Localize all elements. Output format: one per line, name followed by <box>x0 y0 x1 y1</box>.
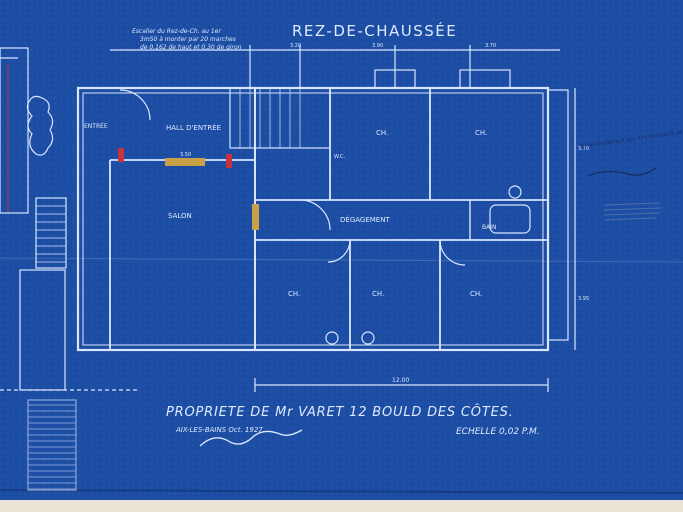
dim-top-3: 3.70 <box>485 43 496 49</box>
dim-side-1: 3.70 <box>578 146 589 152</box>
door-swing <box>299 199 331 231</box>
dim-top-1: 3.20 <box>290 43 301 49</box>
stair-note-line-1: Escalier du Rez-de-Ch. au 1er <box>132 28 221 35</box>
bathtub <box>489 204 531 234</box>
room-salon: SALON <box>168 212 192 220</box>
washbasin <box>508 185 522 199</box>
room-ch-top-1: CH. <box>376 129 388 137</box>
stair-note-line-2: 3m50 à monter par 20 marches <box>140 36 236 43</box>
dim-side-2: 3.95 <box>578 296 589 302</box>
room-ch-bottom-1: CH. <box>288 290 300 298</box>
dim-bottom-total: 12.00 <box>392 377 409 384</box>
chimney-mark <box>252 204 259 230</box>
door-post-left <box>118 148 124 162</box>
room-degagement: DÉGAGEMENT <box>340 215 390 224</box>
hall-radiator <box>165 158 205 166</box>
dim-top-2: 3.90 <box>372 43 383 49</box>
garden-shrub <box>26 95 54 156</box>
architect-signature <box>199 429 303 447</box>
room-ch-bottom-3: CH. <box>470 290 482 298</box>
room-entree: ENTRÉE <box>84 122 108 130</box>
stair-note-line-3: de 0.162 de haut et 0,30 de giron <box>140 44 242 51</box>
neighbour-building <box>0 47 29 214</box>
room-bain: BAIN <box>482 224 496 231</box>
door-post-right <box>226 154 232 168</box>
room-ch-top-2: CH. <box>475 129 487 137</box>
place-date: AIX-LES-BAINS Oct. 1927 <box>175 426 263 434</box>
room-wc: W.C. <box>334 154 345 160</box>
plan-title: REZ-DE-CHAUSSÉE <box>292 21 457 40</box>
owner-line: PROPRIETE DE Mr VARET 12 BOULD DES CÔTES… <box>166 404 514 420</box>
dim-hall: 3.50 <box>180 152 191 158</box>
room-ch-bottom-2: CH. <box>372 290 384 298</box>
exterior-stair <box>35 197 67 269</box>
room-hall: HALL D'ENTRÉE <box>166 123 221 132</box>
lower-left-steps <box>27 399 77 491</box>
scale-note: ECHELLE 0,02 P.M. <box>456 427 540 437</box>
